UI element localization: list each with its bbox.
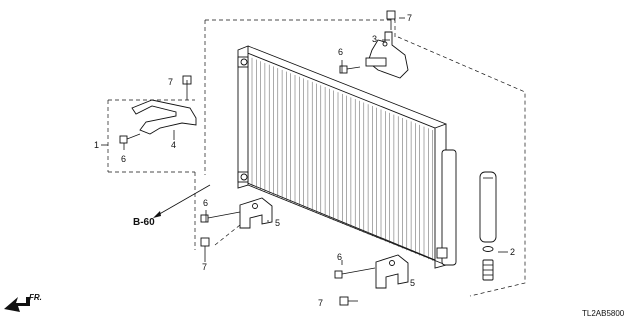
callout-6-upper: 6 [338,47,343,57]
receiver-dryer [479,171,497,281]
callout-5-left: 5 [275,218,280,228]
lower-left-bracket [239,197,273,229]
side-tank [441,149,457,266]
callout-6-lower-right: 6 [337,252,342,262]
screw-7-left [182,75,192,100]
screw-7-top [386,10,396,30]
upper-left-bracket [131,99,197,135]
lower-right-bracket [375,254,409,289]
screw-7-bottom [339,296,349,306]
bolt-6-lower-left [200,211,241,223]
callout-2: 2 [510,247,515,257]
callout-3: 3 [372,34,377,44]
callout-1: 1 [94,140,99,150]
callout-7-top: 7 [407,13,412,23]
lower-right-mount [436,247,448,259]
callout-7-lower-left: 7 [202,262,207,272]
callout-7-bottom: 7 [318,298,323,308]
front-direction-arrow [4,297,30,312]
front-direction-label: FR. [29,293,42,302]
callout-6-lower-left: 6 [203,198,208,208]
condenser-core [237,45,457,269]
assembly-outline [107,19,526,297]
callout-6-left: 6 [121,154,126,164]
callout-7-left: 7 [168,77,173,87]
callout-4: 4 [171,140,176,150]
bolt-6-lower-right [334,267,376,279]
bolt-6-upper-right [339,65,361,74]
leader-lines [101,17,508,302]
callout-5-right: 5 [410,278,415,288]
diagram-code: TL2AB5800 [582,309,625,318]
reference-label: B-60 [133,217,155,228]
bolt-6-left [119,133,141,144]
upper-right-bracket [365,31,409,79]
condenser-fins [251,57,438,263]
screw-7-lower-left [200,237,210,247]
